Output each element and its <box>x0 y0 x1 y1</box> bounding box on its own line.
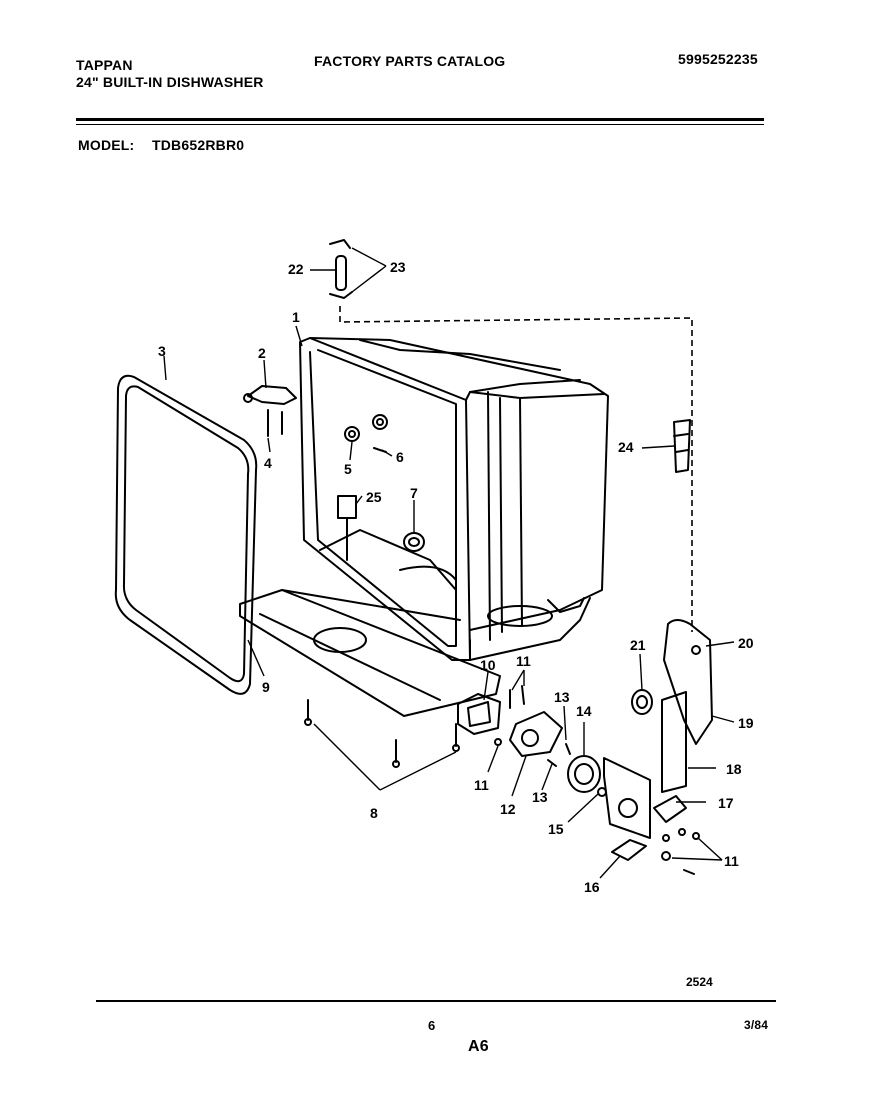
callout-9: 9 <box>262 679 270 695</box>
mounting-plate <box>603 757 700 875</box>
callout-11-right: 11 <box>724 853 739 869</box>
callout-1: 1 <box>292 309 300 325</box>
callout-25: 25 <box>366 489 382 505</box>
page-number: 6 <box>428 1018 436 1033</box>
callout-7: 7 <box>410 485 418 501</box>
footer-rule <box>96 1000 776 1002</box>
section-code: A6 <box>468 1038 489 1055</box>
callout-20: 20 <box>738 635 754 651</box>
callout-17: 17 <box>718 795 734 811</box>
callout-3: 3 <box>158 343 166 359</box>
header-rule-top <box>76 118 764 121</box>
callout-5: 5 <box>344 461 352 477</box>
leader-lines <box>163 247 735 879</box>
drawing-number: 2524 <box>686 975 713 989</box>
header-rule-bottom <box>76 124 764 125</box>
revision-date: 3/84 <box>744 1018 769 1032</box>
callout-14: 14 <box>576 703 592 719</box>
product-name: 24" BUILT-IN DISHWASHER <box>76 74 264 90</box>
door-screws <box>304 699 460 768</box>
hose-routing-line <box>339 306 693 632</box>
hose-and-clamps <box>329 239 353 299</box>
dispenser-assembly <box>661 619 713 793</box>
callout-15: 15 <box>548 821 564 837</box>
callout-4: 4 <box>264 455 272 471</box>
callout-11-left: 11 <box>474 777 489 793</box>
callout-21: 21 <box>630 637 646 653</box>
callout-12: 12 <box>500 801 516 817</box>
callout-19: 19 <box>738 715 754 731</box>
door-gasket <box>114 374 258 695</box>
callout-22: 22 <box>288 261 304 277</box>
callout-10: 10 <box>480 657 496 673</box>
callout-13-top: 13 <box>554 689 570 705</box>
model-number: TDB652RBR0 <box>152 137 245 153</box>
latch-pulley <box>567 755 607 797</box>
callout-23: 23 <box>390 259 406 275</box>
catalog-number: 5995252235 <box>678 51 758 67</box>
brand-name: TAPPAN <box>76 57 133 73</box>
callout-11-top: 11 <box>516 653 531 669</box>
callout-18: 18 <box>726 761 742 777</box>
model-label: MODEL: <box>78 137 135 153</box>
callout-8: 8 <box>370 805 378 821</box>
callout-24: 24 <box>618 439 634 455</box>
dishwasher-tub <box>299 337 609 661</box>
callout-6: 6 <box>396 449 404 465</box>
callout-16: 16 <box>584 879 600 895</box>
door-latch <box>457 685 571 767</box>
callout-13-bottom: 13 <box>532 789 548 805</box>
callout-2: 2 <box>258 345 266 361</box>
seal-and-fitting <box>631 419 691 715</box>
catalog-title: FACTORY PARTS CATALOG <box>314 53 506 69</box>
inner-door-panel <box>239 589 501 717</box>
door-hinge <box>243 385 297 437</box>
